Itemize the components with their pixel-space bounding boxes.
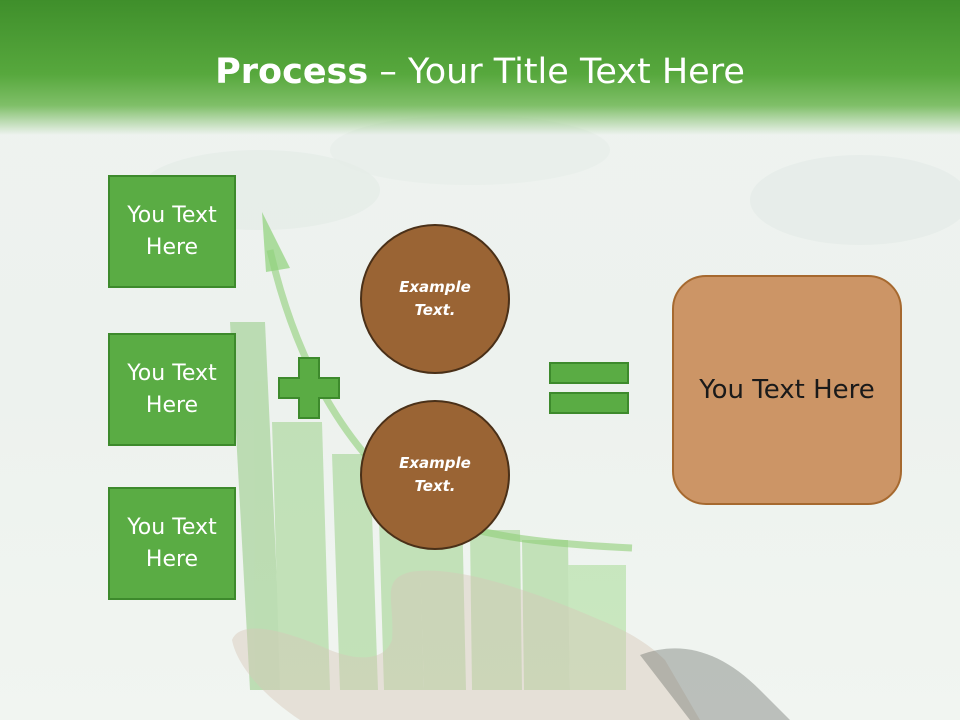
text-box-label: You Text Here <box>127 202 217 260</box>
text-box-label: You Text Here <box>127 514 217 572</box>
result-box[interactable]: You Text Here <box>672 275 902 505</box>
header-band <box>0 0 960 135</box>
circle-label: Example Text. <box>399 278 471 319</box>
title-bold: Process <box>215 52 369 92</box>
text-box-label: You Text Here <box>127 360 217 418</box>
example-circle-1[interactable]: Example Text. <box>360 224 510 374</box>
title-rest: – Your Title Text Here <box>368 52 745 92</box>
plus-icon <box>278 357 340 419</box>
example-circle-2[interactable]: Example Text. <box>360 400 510 550</box>
result-label: You Text Here <box>699 375 875 405</box>
equals-icon <box>549 362 629 414</box>
circle-label: Example Text. <box>399 454 471 495</box>
page-title: Process – Your Title Text Here <box>0 52 960 92</box>
text-box-1[interactable]: You Text Here <box>108 175 236 288</box>
text-box-3[interactable]: You Text Here <box>108 487 236 600</box>
text-box-2[interactable]: You Text Here <box>108 333 236 446</box>
